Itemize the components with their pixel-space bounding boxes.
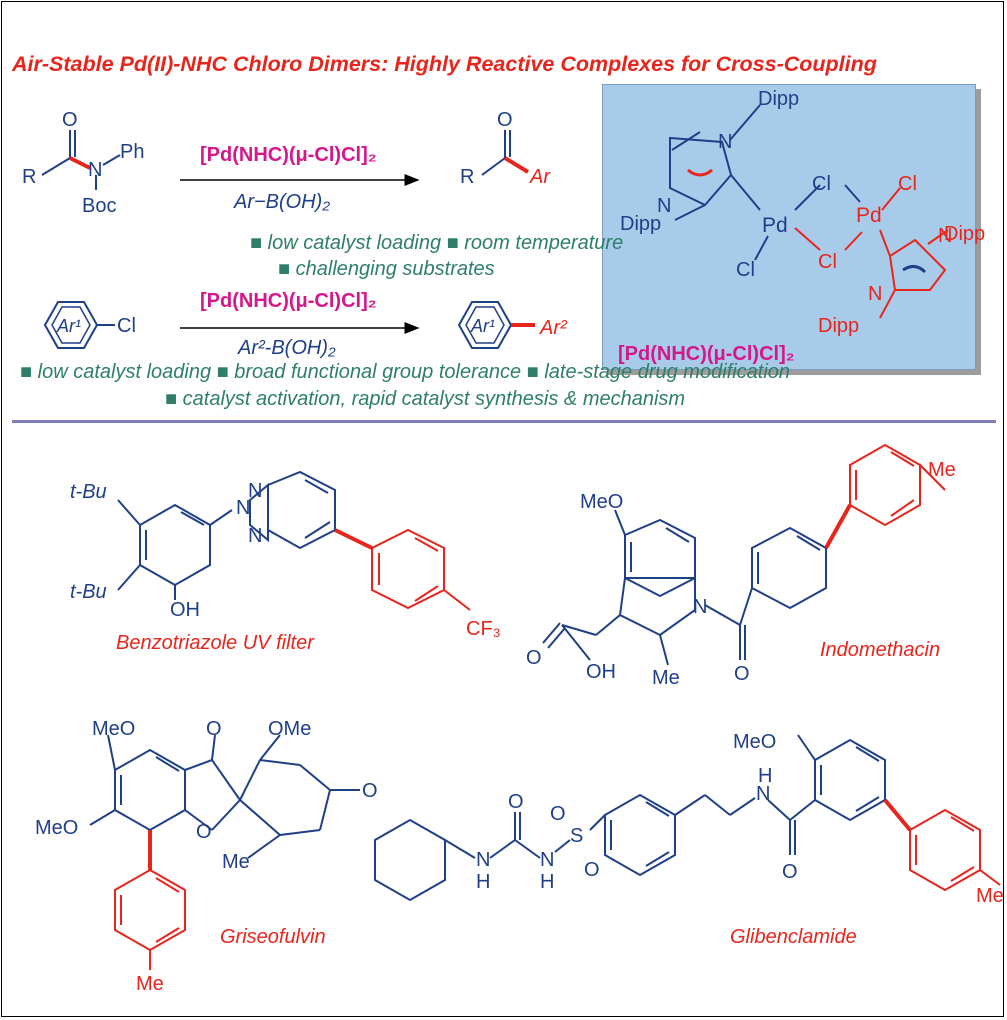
benzotriazole-oh: OH (170, 599, 200, 621)
indomethacin-o-carbonyl: O (734, 663, 750, 685)
catalyst-n-right-bottom: N (868, 283, 882, 305)
scheme2-cl-label: Cl (117, 315, 136, 337)
griseofulvin-ome: OMe (268, 718, 311, 740)
griseofulvin-me-aryl: Me (136, 973, 164, 995)
scheme1-boronic-label: Ar−B(OH)₂ (233, 191, 330, 213)
glibenclamide-o-sulfonyl-2: O (584, 859, 600, 881)
scheme2-note-line1: ■ low catalyst loading ■ broad functiona… (20, 361, 791, 383)
catalyst-n-top: N (718, 131, 732, 153)
benzotriazole-tbu-top: t-Bu (70, 481, 107, 503)
glibenclamide-h-urea-2: H (540, 871, 554, 893)
benzotriazole-cf3: CF₃ (466, 618, 501, 640)
glibenclamide-name: Glibenclamide (730, 926, 857, 948)
catalyst-cl-bridge-bottom: Cl (818, 251, 837, 273)
glibenclamide-h-amide: H (758, 765, 772, 787)
griseofulvin-meo-top: MeO (92, 718, 135, 740)
catalyst-dipp-right: Dipp (944, 223, 985, 245)
scheme2-ar1-label: Ar¹ (56, 316, 81, 336)
catalyst-dipp-bottom: Dipp (818, 315, 859, 337)
figure-title: Air-Stable Pd(II)-NHC Chloro Dimers: Hig… (12, 52, 877, 76)
glibenclamide-n-urea-2: N (540, 849, 554, 871)
indomethacin-me-top: Me (928, 459, 956, 481)
glibenclamide-s: S (570, 825, 583, 847)
glibenclamide-o-urea: O (508, 791, 524, 813)
scheme1-substrate (41, 130, 121, 190)
catalyst-structure (669, 104, 949, 319)
scheme2-catalyst-label: [Pd(NHC)(μ-Cl)Cl]₂ (200, 290, 377, 312)
griseofulvin-me: Me (222, 851, 250, 873)
scheme2-boronic-label: Ar²-B(OH)₂ (237, 337, 336, 359)
glibenclamide-o-sulfonyl-1: O (550, 803, 566, 825)
benzotriazole-tbu-bottom: t-Bu (70, 581, 107, 603)
scheme1-boc-label: Boc (82, 195, 116, 217)
benzotriazole-name: Benzotriazole UV filter (116, 632, 315, 654)
griseofulvin-o-ketone: O (206, 718, 222, 740)
glibenclamide-n-urea-1: N (476, 849, 490, 871)
catalyst-n-right-top: N (938, 225, 952, 247)
product-glibenclamide (374, 734, 1001, 902)
scheme2-note-line2: ■ catalyst activation, rapid catalyst sy… (165, 388, 686, 410)
scheme1-o-label: O (62, 109, 78, 131)
indomethacin-n: N (693, 596, 707, 618)
glibenclamide-me: Me (976, 885, 1004, 907)
catalyst-n-left: N (657, 195, 671, 217)
scheme1-product-r-label: R (460, 166, 474, 188)
indomethacin-name: Indomethacin (820, 639, 940, 661)
scheme2-product-ar1-label: Ar¹ (470, 316, 495, 336)
glibenclamide-h-urea-1: H (476, 871, 490, 893)
scheme1-note-line2: ■ challenging substrates (278, 258, 495, 280)
benzotriazole-n-top: N (248, 480, 262, 502)
griseofulvin-meo-bottom: MeO (35, 817, 78, 839)
scheme1-n-label: N (88, 159, 102, 181)
scheme1-product (481, 130, 530, 176)
indomethacin-meo: MeO (580, 491, 623, 513)
indomethacin-oh: OH (586, 661, 616, 683)
product-griseofulvin (89, 734, 360, 970)
griseofulvin-name: Griseofulvin (220, 926, 326, 948)
indomethacin-o-acid: O (526, 647, 542, 669)
section-divider (12, 420, 996, 423)
catalyst-dipp-left: Dipp (620, 213, 661, 235)
benzotriazole-n-center: N (236, 497, 250, 519)
catalyst-dipp-top: Dipp (758, 88, 799, 110)
scheme1-catalyst-label: [Pd(NHC)(μ-Cl)Cl]₂ (200, 144, 377, 166)
benzotriazole-n-bottom: N (248, 525, 262, 547)
glibenclamide-n-amide: N (756, 783, 770, 805)
scheme2-product-ar2-label: Ar² (539, 317, 568, 339)
glibenclamide-o-amide: O (782, 861, 798, 883)
scheme2-substrate (43, 301, 115, 349)
scheme1-product-ar-label: Ar (529, 166, 551, 188)
scheme2-product (457, 301, 535, 349)
scheme1-product-o-label: O (497, 109, 513, 131)
catalyst-formula-label: [Pd(NHC)(μ-Cl)Cl]₂ (618, 343, 795, 365)
catalyst-pd-right: Pd (856, 204, 882, 227)
griseofulvin-o-ring: O (196, 821, 212, 843)
catalyst-cl-right: Cl (898, 173, 917, 195)
griseofulvin-o-enone: O (362, 780, 378, 802)
indomethacin-me-bottom: Me (652, 667, 680, 689)
product-indomethacin (542, 443, 946, 666)
catalyst-panel (602, 84, 976, 370)
scheme1-ph-label: Ph (120, 141, 144, 163)
scheme1-r-label: R (22, 166, 36, 188)
catalyst-cl-left: Cl (736, 259, 755, 281)
catalyst-pd-left: Pd (762, 214, 788, 237)
scheme1-note-line1: ■ low catalyst loading ■ room temperatur… (250, 232, 624, 254)
catalyst-cl-bridge-top: Cl (812, 173, 831, 195)
product-benzotriazole (117, 470, 471, 611)
glibenclamide-meo: MeO (733, 731, 776, 753)
